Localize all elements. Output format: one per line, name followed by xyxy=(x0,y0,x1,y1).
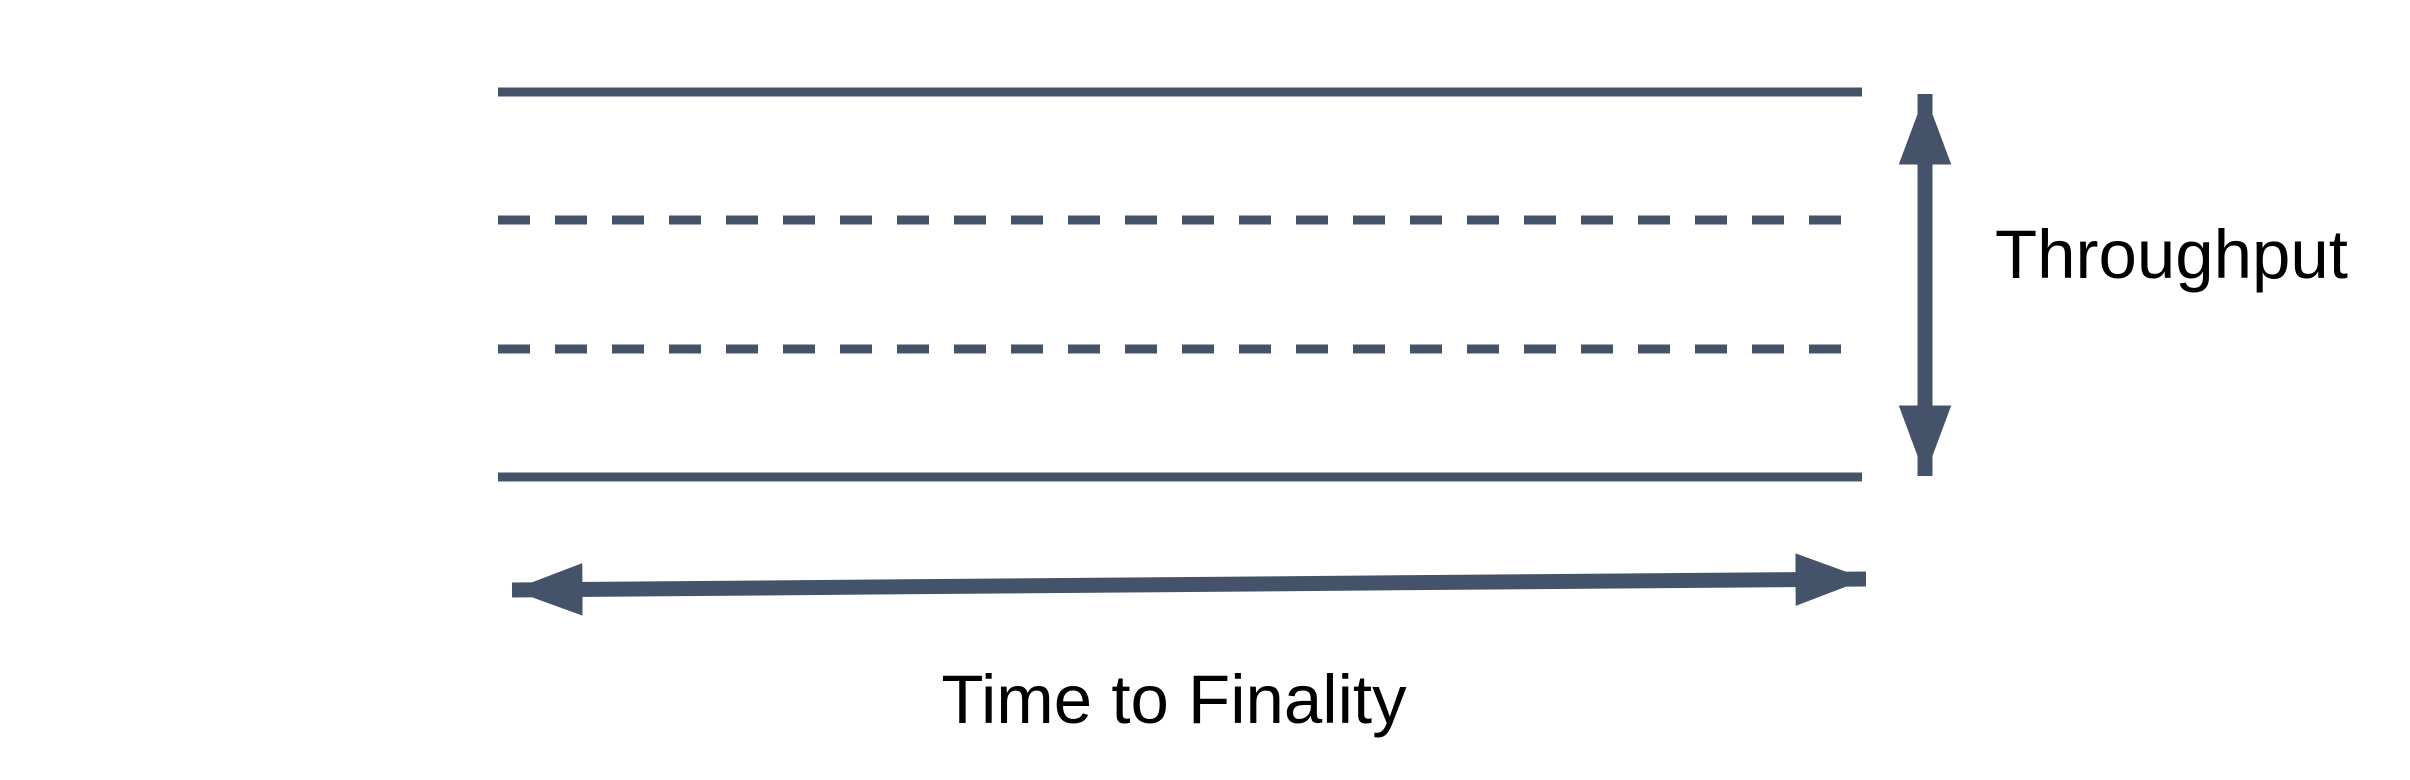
time-to-finality-label: Time to Finality xyxy=(941,661,1407,738)
throughput-label: Throughput xyxy=(1995,216,2348,293)
time-to-finality-range-arrow xyxy=(511,553,1867,616)
